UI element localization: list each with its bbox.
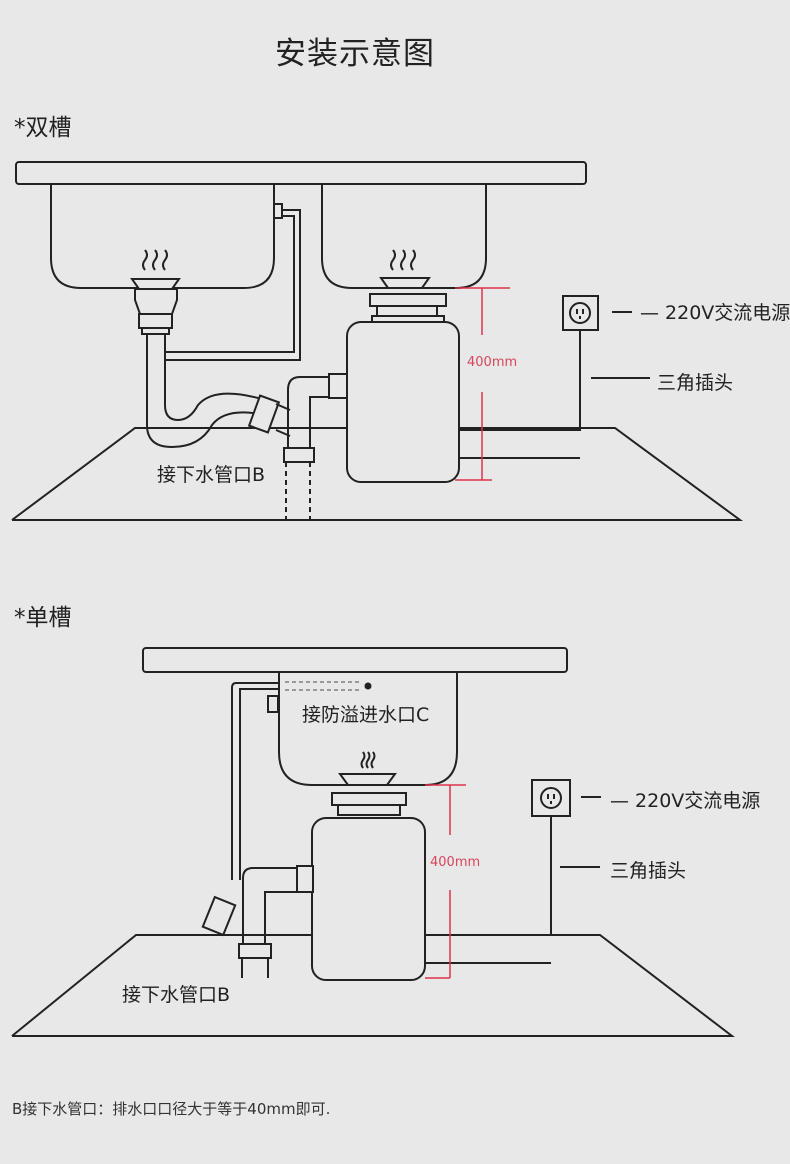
power-label: — 220V交流电源 [610,790,761,812]
floor-surface [11,934,735,1037]
power-outlet [562,295,599,331]
disposer-flange [379,277,431,289]
countertop [15,161,587,185]
dimension-line [455,287,510,481]
height-label: 400mm [467,355,518,370]
drain-label: 接下水管口B [157,464,266,486]
steam-icon [142,249,168,271]
disposer-flange [338,773,397,786]
single-sink-diagram [11,647,735,1037]
overflow-label: 接防溢进水口C [302,704,430,726]
trap-nut [201,895,237,937]
plug-label: 三角插头 [610,860,687,882]
outlet-icon [540,787,562,809]
power-outlet [531,779,571,817]
plug-label: 三角插头 [657,372,734,394]
power-label: — 220V交流电源 [640,302,790,324]
drain-coupling [283,447,315,463]
drain-label: 接下水管口B [122,984,231,1006]
single-sink-heading: *单槽 [14,605,72,631]
drain-tee [287,376,329,448]
floor-surface [11,427,744,521]
countertop [142,647,568,673]
dimension-line [425,784,466,979]
steam-icon [360,751,376,769]
p-trap [146,334,261,449]
drain-tee [242,867,297,948]
page-title: 安装示意图 [275,36,435,72]
double-sink-diagram [11,161,744,521]
overflow-inlet [364,682,372,690]
height-label: 400mm [430,855,481,870]
drain-coupling [238,943,272,959]
drain-note: B接下水管口：排水口口径大于等于40mm即可. [12,1100,331,1118]
double-sink-heading: *双槽 [14,115,72,141]
trap-nut [247,394,281,434]
food-waste-disposer [346,321,460,483]
food-waste-disposer [311,817,426,981]
outlet-icon [569,302,591,324]
overflow-channel [285,681,360,691]
steam-icon [390,249,416,271]
power-cable [425,817,552,964]
power-cable [459,330,581,459]
